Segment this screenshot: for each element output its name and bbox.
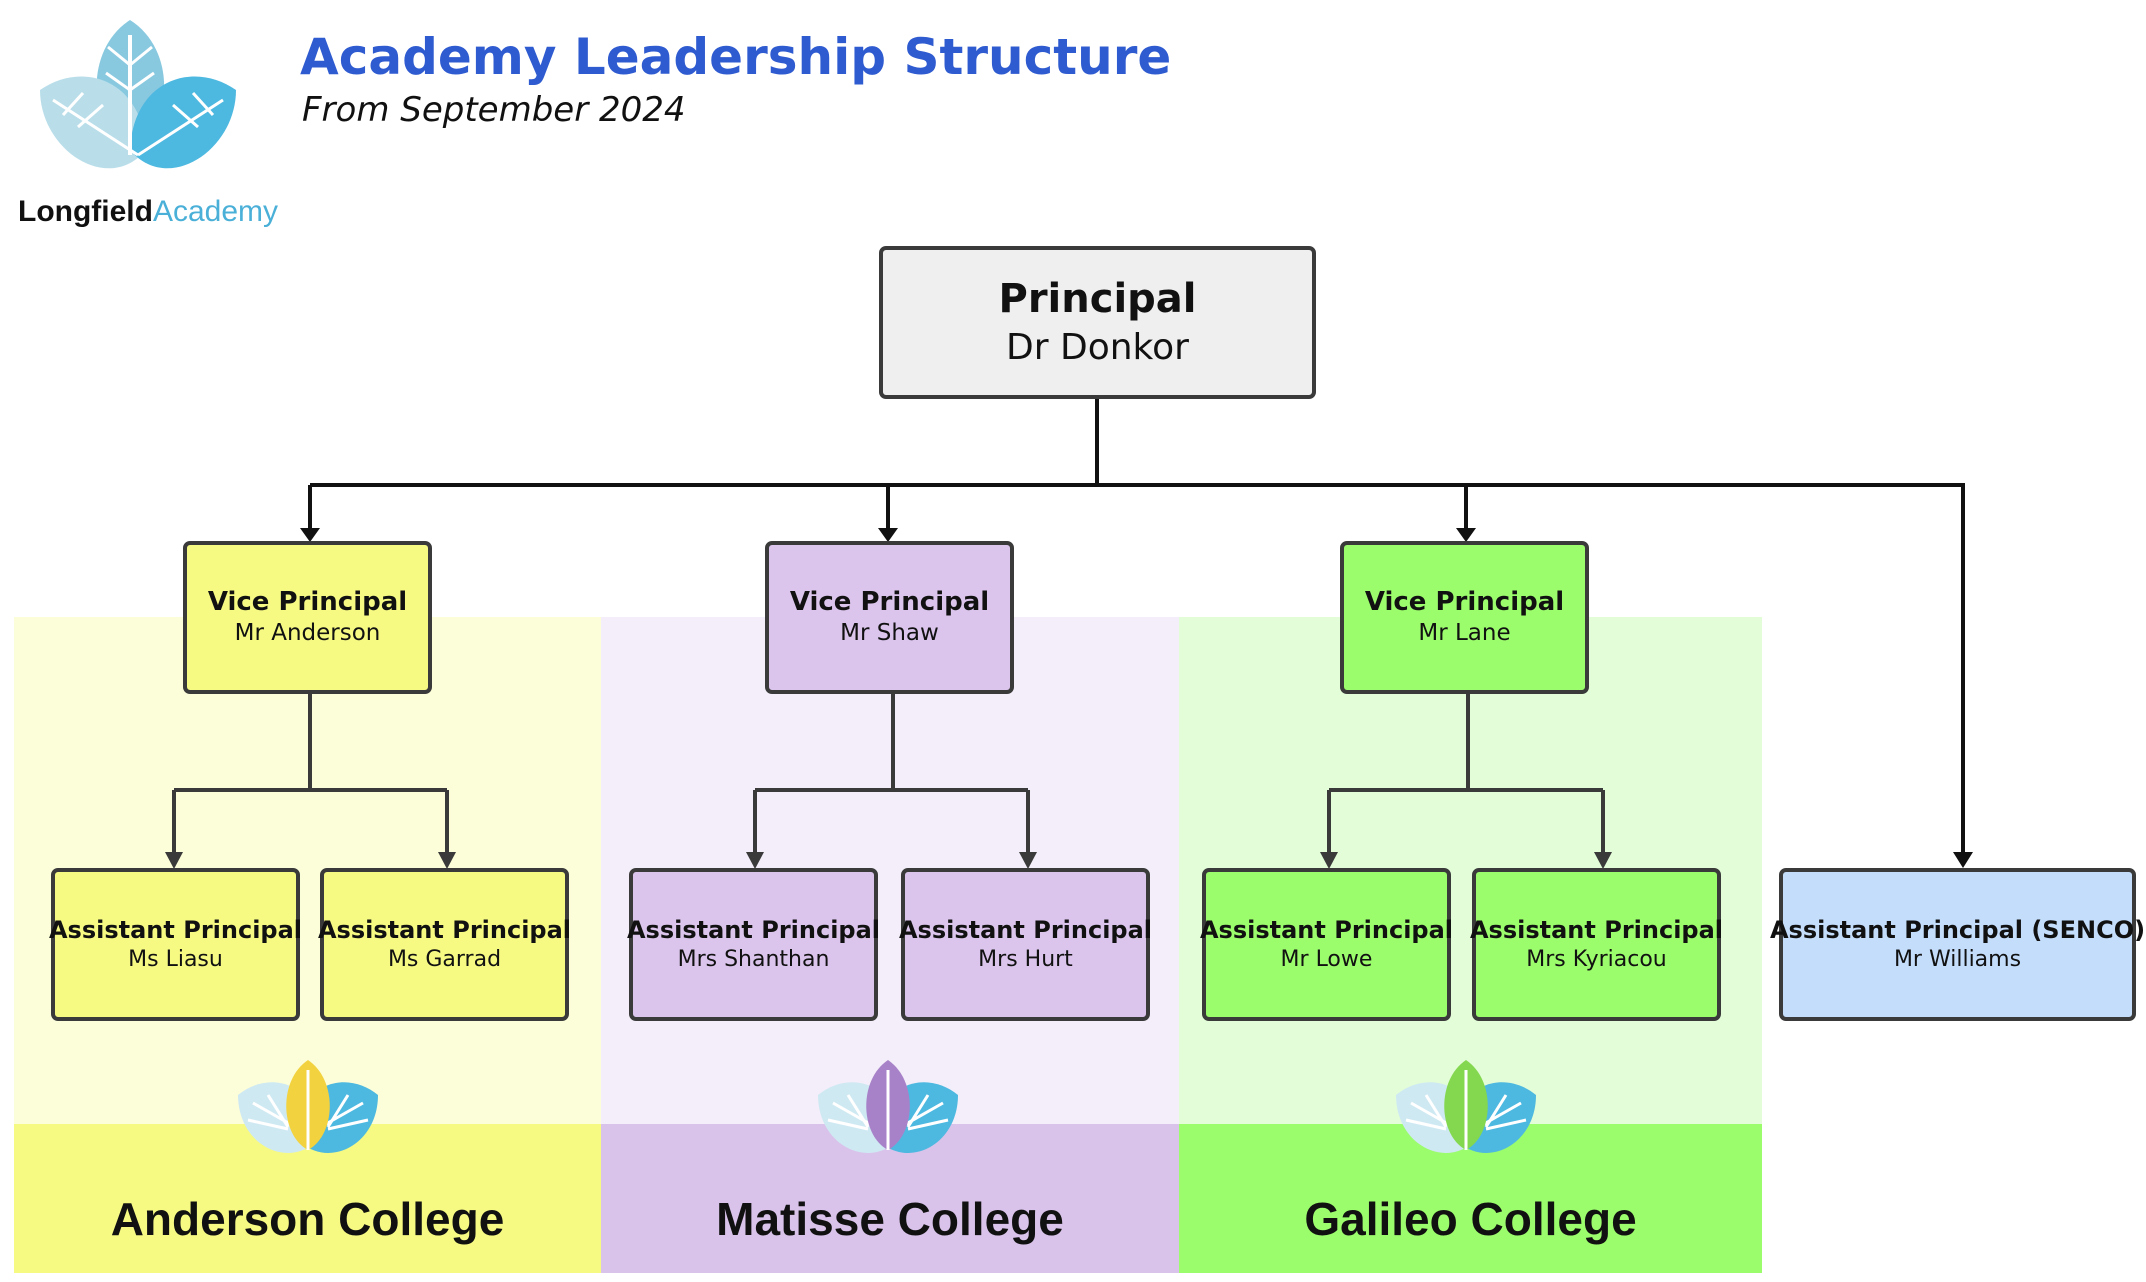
ap-name: Mrs Shanthan xyxy=(677,946,830,972)
ap-name: Ms Garrad xyxy=(387,946,502,972)
senco-role: Assistant Principal (SENCO) xyxy=(1769,915,2146,944)
assistant-principal-garrad: Assistant Principal Ms Garrad xyxy=(317,868,572,1021)
vp-name: Mr Anderson xyxy=(234,620,381,647)
logo-text-part1: Longfield xyxy=(18,195,153,228)
vice-principal-anderson: Vice Principal Mr Anderson xyxy=(183,541,432,694)
assistant-principal-senco: Assistant Principal (SENCO) Mr Williams xyxy=(1770,868,2145,1021)
vp-name: Mr Lane xyxy=(1418,620,1511,647)
ap-role: Assistant Principal xyxy=(1469,915,1724,944)
principal-box: Principal Dr Donkor xyxy=(879,246,1316,399)
leaf-cluster-icon xyxy=(40,20,236,169)
ap-role: Assistant Principal xyxy=(1199,915,1454,944)
page-title: Academy Leadership Structure xyxy=(300,28,1172,86)
assistant-principal-lowe: Assistant Principal Mr Lowe xyxy=(1199,868,1454,1021)
ap-role: Assistant Principal xyxy=(626,915,881,944)
ap-name: Mrs Kyriacou xyxy=(1526,946,1667,972)
logo-wordmark: LongfieldAcademy xyxy=(18,195,278,229)
matisse-leaf-icon xyxy=(816,1060,960,1155)
ap-role: Assistant Principal xyxy=(898,915,1153,944)
ap-name: Mr Lowe xyxy=(1280,946,1373,972)
logo-text-part2: Academy xyxy=(152,195,279,228)
principal-role: Principal xyxy=(998,276,1197,323)
anderson-college-label: Anderson College xyxy=(110,1193,505,1245)
ap-role: Assistant Principal xyxy=(48,915,303,944)
anderson-leaf-icon xyxy=(236,1060,380,1155)
assistant-principal-shanthan: Assistant Principal Mrs Shanthan xyxy=(626,868,881,1021)
vp-role: Vice Principal xyxy=(789,586,990,617)
assistant-principal-kyriacou: Assistant Principal Mrs Kyriacou xyxy=(1469,868,1724,1021)
matisse-college-label: Matisse College xyxy=(716,1193,1064,1245)
vp-role: Vice Principal xyxy=(207,586,408,617)
vp-name: Mr Shaw xyxy=(840,620,939,647)
ap-name: Mrs Hurt xyxy=(978,946,1073,972)
page-subtitle: From September 2024 xyxy=(302,90,686,130)
assistant-principal-hurt: Assistant Principal Mrs Hurt xyxy=(898,868,1153,1021)
vp-role: Vice Principal xyxy=(1364,586,1565,617)
ap-name: Ms Liasu xyxy=(128,946,223,972)
principal-name: Dr Donkor xyxy=(1006,327,1189,369)
senco-name: Mr Williams xyxy=(1893,946,2022,972)
galileo-leaf-icon xyxy=(1394,1060,1538,1155)
vice-principal-matisse: Vice Principal Mr Shaw xyxy=(765,541,1014,694)
galileo-college-label: Galileo College xyxy=(1304,1193,1637,1245)
assistant-principal-liasu: Assistant Principal Ms Liasu xyxy=(48,868,303,1021)
ap-role: Assistant Principal xyxy=(317,915,572,944)
vice-principal-galileo: Vice Principal Mr Lane xyxy=(1340,541,1589,694)
